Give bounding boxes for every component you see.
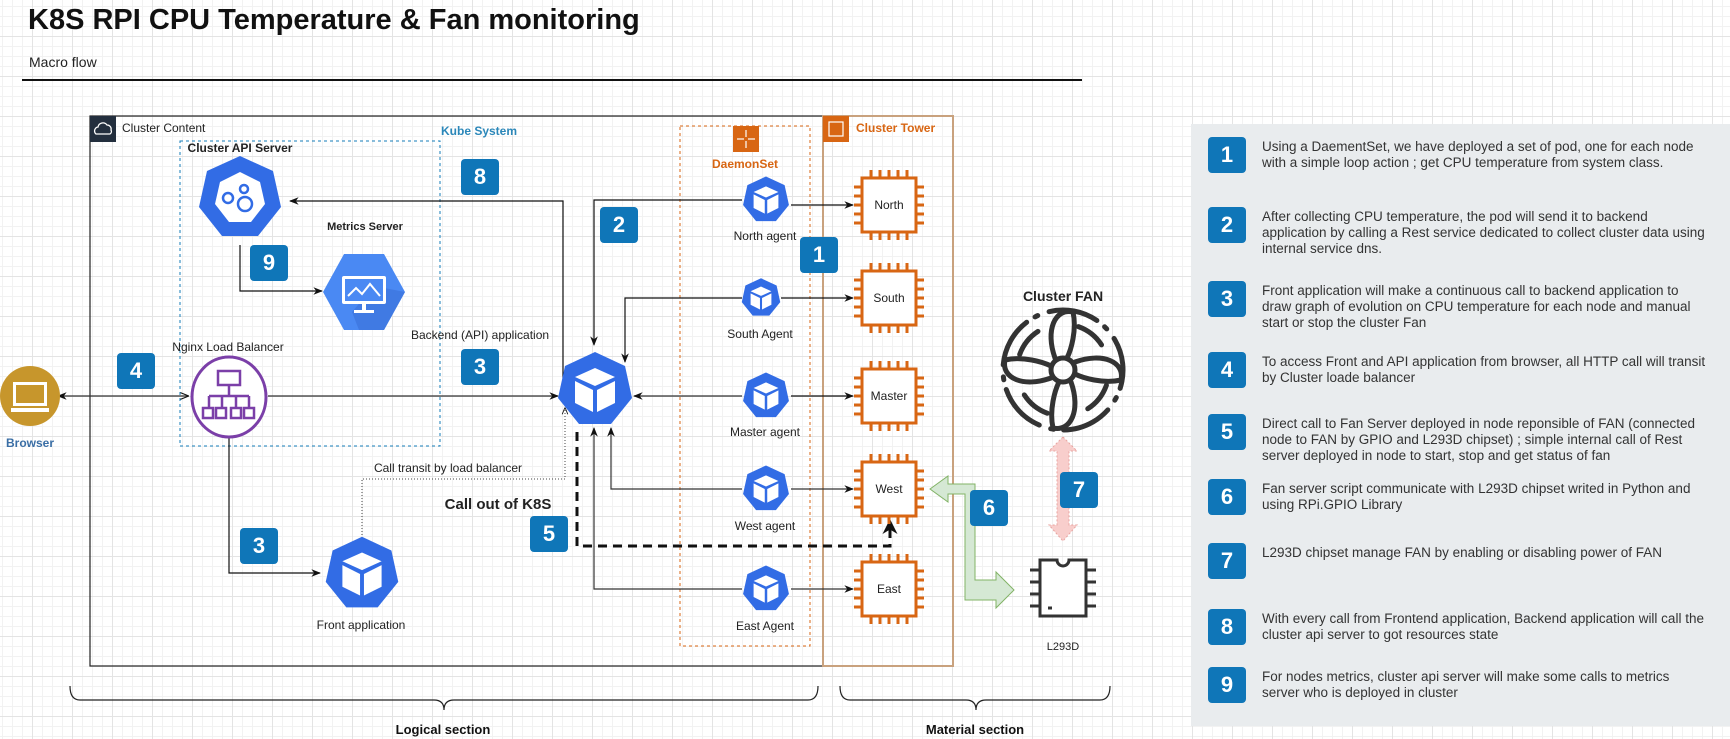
api-server-icon	[199, 156, 281, 236]
agent-label: Master agent	[729, 425, 801, 439]
legend-badge: 4	[1208, 352, 1246, 388]
south-agent-icon	[741, 278, 781, 316]
step-badge-4: 4	[117, 353, 155, 389]
legend-text: L293D chipset manage FAN by enabling or …	[1262, 545, 1662, 560]
cluster-tower-group	[822, 115, 954, 667]
front-label: Front application	[316, 618, 406, 632]
daemonset-group	[679, 125, 811, 647]
legend-item: 7 L293D chipset manage FAN by enabling o…	[1208, 543, 1707, 579]
legend-text: To access Front and API application from…	[1262, 354, 1706, 385]
legend-text: Front application will make a continuous…	[1262, 283, 1691, 330]
north-agent-icon	[743, 176, 789, 222]
legend-item: 3 Front application will make a continuo…	[1208, 281, 1707, 331]
nginx-lb-label: Nginx Load Balancer	[172, 340, 284, 354]
cluster-tower-label: Cluster Tower	[856, 121, 936, 135]
agent-label: North agent	[733, 229, 797, 243]
cpu-label: North	[874, 198, 904, 212]
step-badge-9: 9	[250, 245, 288, 281]
legend-badge: 7	[1208, 543, 1246, 579]
legend-text: Fan server script communicate with L293D…	[1262, 481, 1691, 512]
cluster-content-label: Cluster Content	[122, 121, 206, 135]
front-pod-icon	[325, 536, 399, 608]
daemonset-icon	[733, 126, 759, 152]
cluster-fan-label: Cluster FAN	[1022, 288, 1104, 304]
metrics-server-icon	[323, 254, 405, 330]
legend-badge: 3	[1208, 281, 1246, 317]
logical-section-brace	[69, 685, 819, 711]
legend-text: Direct call to Fan Server deployed in no…	[1262, 416, 1695, 463]
legend-text: After collecting CPU temperature, the po…	[1262, 209, 1705, 256]
step-badge-6: 6	[970, 490, 1008, 526]
browser-icon	[0, 366, 60, 426]
material-section-label: Material section	[925, 722, 1025, 737]
cpu-label: Master	[870, 389, 908, 403]
legend-badge: 5	[1208, 414, 1246, 450]
legend-item: 1 Using a DaementSet, we have deployed a…	[1208, 137, 1707, 173]
legend-text: For nodes metrics, cluster api server wi…	[1262, 669, 1670, 700]
metrics-server-label: Metrics Server	[327, 221, 403, 233]
step-badge-5: 5	[530, 516, 568, 552]
title-divider	[22, 79, 1082, 81]
step-badge-2: 2	[600, 207, 638, 243]
load-balancer-icon	[190, 355, 268, 439]
legend-badge: 6	[1208, 479, 1246, 515]
legend-badge: 2	[1208, 207, 1246, 243]
step-badge-3: 3	[461, 349, 499, 385]
legend-text: Using a DaementSet, we have deployed a s…	[1262, 139, 1694, 170]
browser-label: Browser	[5, 436, 55, 450]
legend-badge: 1	[1208, 137, 1246, 173]
step-badge-7: 7	[1060, 472, 1098, 508]
call-transit-label: Call transit by load balancer	[373, 461, 523, 475]
master-agent-icon	[743, 372, 789, 418]
page-subtitle: Macro flow	[29, 54, 97, 70]
backend-pod-icon	[558, 352, 632, 424]
page-title: K8S RPI CPU Temperature & Fan monitoring	[28, 4, 640, 36]
agent-label: East Agent	[735, 619, 795, 633]
legend-panel: 1 Using a DaementSet, we have deployed a…	[1191, 124, 1730, 726]
l293d-label: L293D	[1046, 641, 1080, 653]
cloud-icon	[90, 116, 116, 142]
legend-item: 4 To access Front and API application fr…	[1208, 352, 1707, 388]
legend-text: With every call from Frontend applicatio…	[1262, 611, 1704, 642]
cpu-label: South	[873, 291, 905, 305]
cluster-tower-icon	[823, 116, 849, 142]
daemonset-label: DaemonSet	[711, 157, 779, 171]
backend-label: Backend (API) application	[410, 328, 550, 342]
step-badge-8: 8	[461, 159, 499, 195]
logical-section-label: Logical section	[395, 722, 491, 737]
legend-badge: 8	[1208, 609, 1246, 645]
agent-label: West agent	[734, 519, 796, 533]
step-badge-1: 1	[800, 237, 838, 273]
cpu-label: East	[876, 582, 902, 596]
api-server-label: Cluster API Server	[187, 141, 293, 155]
legend-item: 8 With every call from Frontend applicat…	[1208, 609, 1707, 645]
l293d-chip-icon	[1030, 558, 1096, 618]
step-badge-3: 3	[240, 528, 278, 564]
call-out-label: Call out of K8S	[444, 496, 552, 513]
legend-badge: 9	[1208, 667, 1246, 703]
east-agent-icon	[743, 565, 789, 611]
material-section-brace	[839, 685, 1111, 711]
kube-system-label: Kube System	[441, 124, 518, 138]
west-agent-icon	[743, 465, 789, 511]
fan-icon	[1000, 307, 1126, 433]
legend-item: 2 After collecting CPU temperature, the …	[1208, 207, 1707, 257]
cpu-label: West	[875, 482, 903, 496]
legend-item: 9 For nodes metrics, cluster api server …	[1208, 667, 1707, 703]
legend-item: 6 Fan server script communicate with L29…	[1208, 479, 1707, 515]
agent-label: South Agent	[727, 327, 793, 341]
gpio-link-arrow	[929, 475, 1015, 610]
legend-item: 5 Direct call to Fan Server deployed in …	[1208, 414, 1707, 464]
